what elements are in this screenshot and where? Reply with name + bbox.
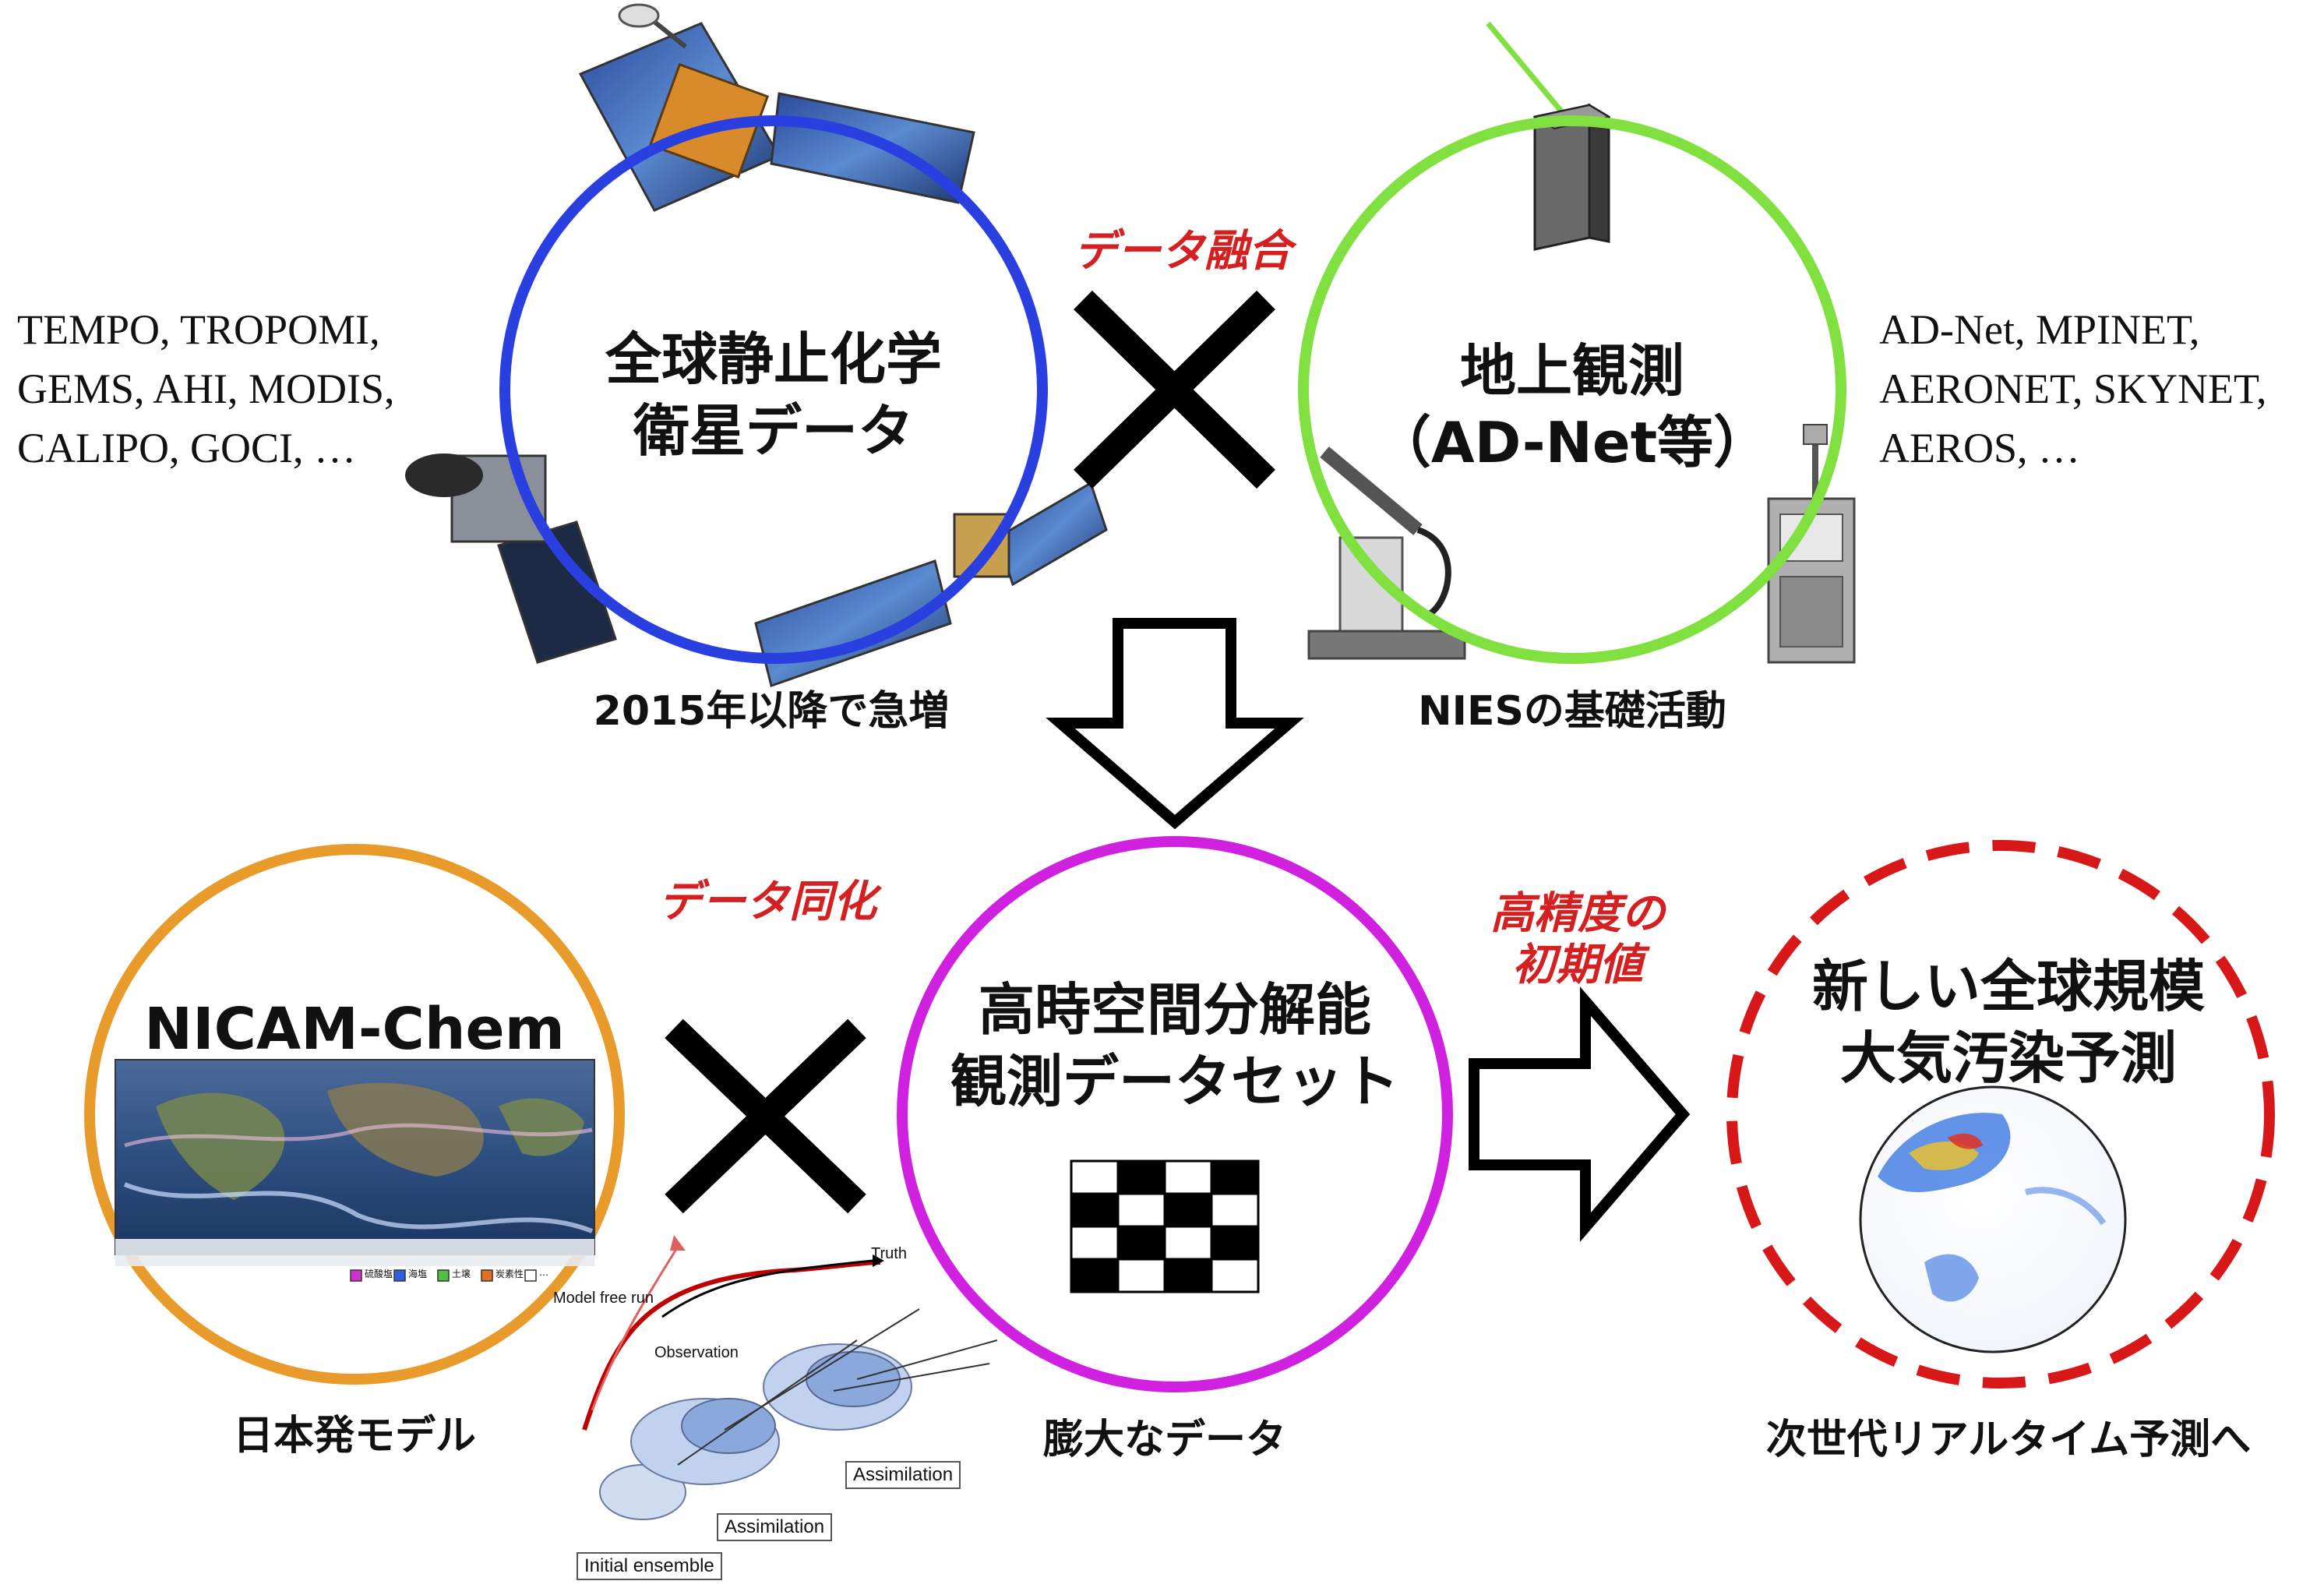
mission-line: TEMPO, TROPOMI, bbox=[17, 306, 380, 353]
observation-title-line2: 観測データセット bbox=[950, 1049, 1400, 1114]
observation-title-line1: 高時空間分解能 bbox=[978, 977, 1372, 1043]
checker-cell bbox=[1210, 1225, 1260, 1261]
observation-circle-title: 高時空間分解能 観測データセット bbox=[950, 974, 1399, 1117]
legend-label: 硫酸塩 bbox=[365, 1269, 393, 1279]
down-arrow-icon bbox=[1046, 618, 1304, 830]
nicam-global-map-image bbox=[115, 1059, 595, 1266]
checker-cell bbox=[1116, 1159, 1166, 1195]
satellite-title-line2: 衛星データ bbox=[633, 398, 915, 464]
checker-cell bbox=[1116, 1192, 1166, 1228]
network-line: AERONET, SKYNET, bbox=[1879, 365, 2267, 412]
legend-swatch bbox=[524, 1269, 537, 1282]
fusion-cross-icon bbox=[1074, 290, 1275, 489]
assimilation-box-1: Assimilation bbox=[845, 1461, 961, 1489]
checker-cell bbox=[1070, 1192, 1120, 1228]
right-arrow-icon bbox=[1469, 986, 1691, 1242]
legend-label: 海塩 bbox=[408, 1269, 428, 1279]
fusion-label: データ融合 bbox=[1074, 226, 1292, 277]
checker-cell bbox=[1116, 1225, 1166, 1261]
checker-cell bbox=[1070, 1159, 1120, 1195]
checkerboard-data-icon bbox=[1070, 1159, 1260, 1293]
checker-cell bbox=[1210, 1159, 1260, 1195]
ground-circle-title: 地上観測 （AD-Net等） bbox=[1375, 335, 1769, 478]
forecast-circle-title: 新しい全球規模 大気汚染予測 bbox=[1812, 951, 2205, 1094]
ground-caption: NIESの基礎活動 bbox=[1418, 688, 1726, 735]
initial-value-line1: 高精度の bbox=[1490, 888, 1665, 939]
sampler-instrument-image bbox=[1767, 424, 1856, 664]
ground-title-line1: 地上観測 bbox=[1459, 338, 1684, 404]
satellite-mission-list: TEMPO, TROPOMI, GEMS, AHI, MODIS, CALIPO… bbox=[17, 300, 395, 478]
checker-cell bbox=[1070, 1225, 1120, 1261]
initial-value-label: 高精度の 初期値 bbox=[1490, 888, 1665, 991]
checker-cell bbox=[1070, 1258, 1120, 1293]
lidar-instrument-image bbox=[1486, 21, 1611, 251]
nicam-caption: 日本発モデル bbox=[232, 1413, 477, 1459]
mission-line: CALIPO, GOCI, … bbox=[17, 425, 357, 471]
forecast-title-line1: 新しい全球規模 bbox=[1811, 954, 2206, 1019]
checker-cell bbox=[1210, 1192, 1260, 1228]
network-line: AD-Net, MPINET, bbox=[1879, 306, 2200, 353]
checker-cell bbox=[1163, 1258, 1213, 1293]
checker-cell bbox=[1210, 1258, 1260, 1293]
legend-swatch bbox=[393, 1269, 406, 1282]
mission-line: GEMS, AHI, MODIS, bbox=[17, 365, 395, 412]
initial-value-line2: 初期値 bbox=[1512, 940, 1643, 990]
checker-cell bbox=[1163, 1159, 1213, 1195]
model-free-run-label: Model free run bbox=[553, 1290, 654, 1307]
checker-cell bbox=[1163, 1192, 1213, 1228]
initial-ensemble-box: Initial ensemble bbox=[577, 1552, 722, 1580]
forecast-title-line2: 大気汚染予測 bbox=[1839, 1025, 2178, 1091]
nicam-title: NICAM-Chem bbox=[144, 996, 565, 1063]
satellite-image-left bbox=[405, 453, 617, 664]
ground-network-list: AD-Net, MPINET, AERONET, SKYNET, AEROS, … bbox=[1879, 300, 2266, 478]
truth-label: Truth bbox=[871, 1245, 907, 1262]
legend-label: 炭素性 bbox=[495, 1269, 524, 1279]
legend-swatch bbox=[437, 1269, 450, 1282]
assimilation-box-2: Assimilation bbox=[717, 1513, 833, 1541]
satellite-title-line1: 全球静止化学 bbox=[605, 326, 943, 392]
assimilation-schematic bbox=[582, 1235, 998, 1520]
nicam-model-circle bbox=[84, 844, 625, 1385]
network-line: AEROS, … bbox=[1879, 425, 2081, 471]
checker-cell bbox=[1163, 1225, 1213, 1261]
legend-swatch bbox=[350, 1269, 362, 1282]
observation-dataset-circle bbox=[897, 836, 1453, 1392]
satellite-data-circle bbox=[499, 115, 1048, 664]
nicam-map-legend bbox=[350, 1269, 537, 1282]
forecast-caption: 次世代リアルタイム予測へ bbox=[1765, 1417, 2252, 1463]
ground-title-line2: （AD-Net等） bbox=[1374, 410, 1770, 475]
forecast-globe-image bbox=[1859, 1085, 2127, 1353]
legend-swatch bbox=[481, 1269, 493, 1282]
legend-label: … bbox=[539, 1267, 548, 1278]
legend-label: 土壌 bbox=[452, 1269, 471, 1279]
ground-observation-circle bbox=[1298, 115, 1846, 664]
assimilation-label: データ同化 bbox=[658, 877, 876, 927]
satellite-circle-title: 全球静止化学 衛星データ bbox=[605, 323, 942, 467]
observation-label: Observation bbox=[654, 1344, 739, 1361]
satellite-caption: 2015年以降で急増 bbox=[593, 688, 950, 735]
forecast-circle bbox=[1726, 840, 2275, 1389]
assimilation-cross-icon bbox=[665, 1018, 866, 1214]
observation-caption: 膨大なデータ bbox=[1042, 1417, 1287, 1463]
checker-cell bbox=[1116, 1258, 1166, 1293]
satellite-image-top bbox=[578, 3, 975, 212]
